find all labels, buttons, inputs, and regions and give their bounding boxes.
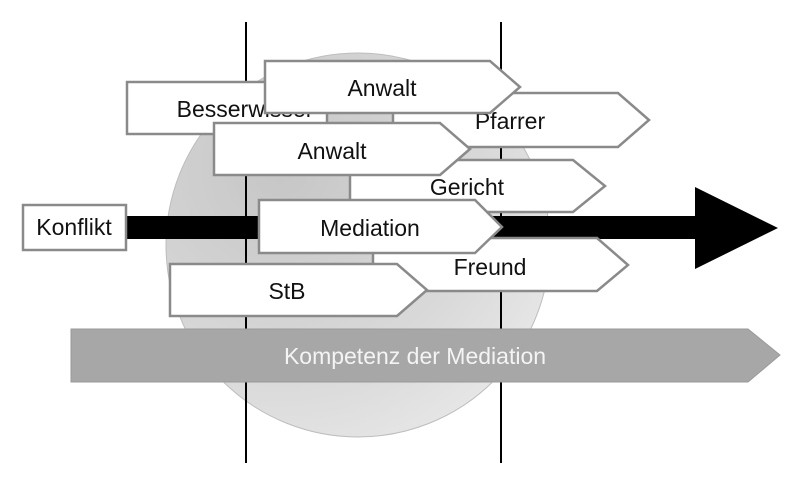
conflict-label: Konflikt xyxy=(36,214,112,240)
actor-label: Anwalt xyxy=(297,138,367,164)
competence-bar-label: Kompetenz der Mediation xyxy=(284,343,546,369)
actor-freund: Freund xyxy=(371,236,630,293)
conflict-box: Konflikt xyxy=(21,203,128,252)
actor-label: Gericht xyxy=(430,174,505,200)
actor-label: Freund xyxy=(454,254,527,280)
actor-stb: StB xyxy=(168,262,429,318)
actor-label: Mediation xyxy=(320,215,420,241)
competence-bar: Kompetenz der Mediation xyxy=(70,328,781,383)
actor-label: Anwalt xyxy=(347,75,417,101)
actor-anwalt-2: Anwalt xyxy=(212,121,472,177)
actor-mediation: Mediation xyxy=(257,198,504,255)
actor-label: StB xyxy=(268,278,305,304)
actor-anwalt-1: Anwalt xyxy=(263,59,522,115)
